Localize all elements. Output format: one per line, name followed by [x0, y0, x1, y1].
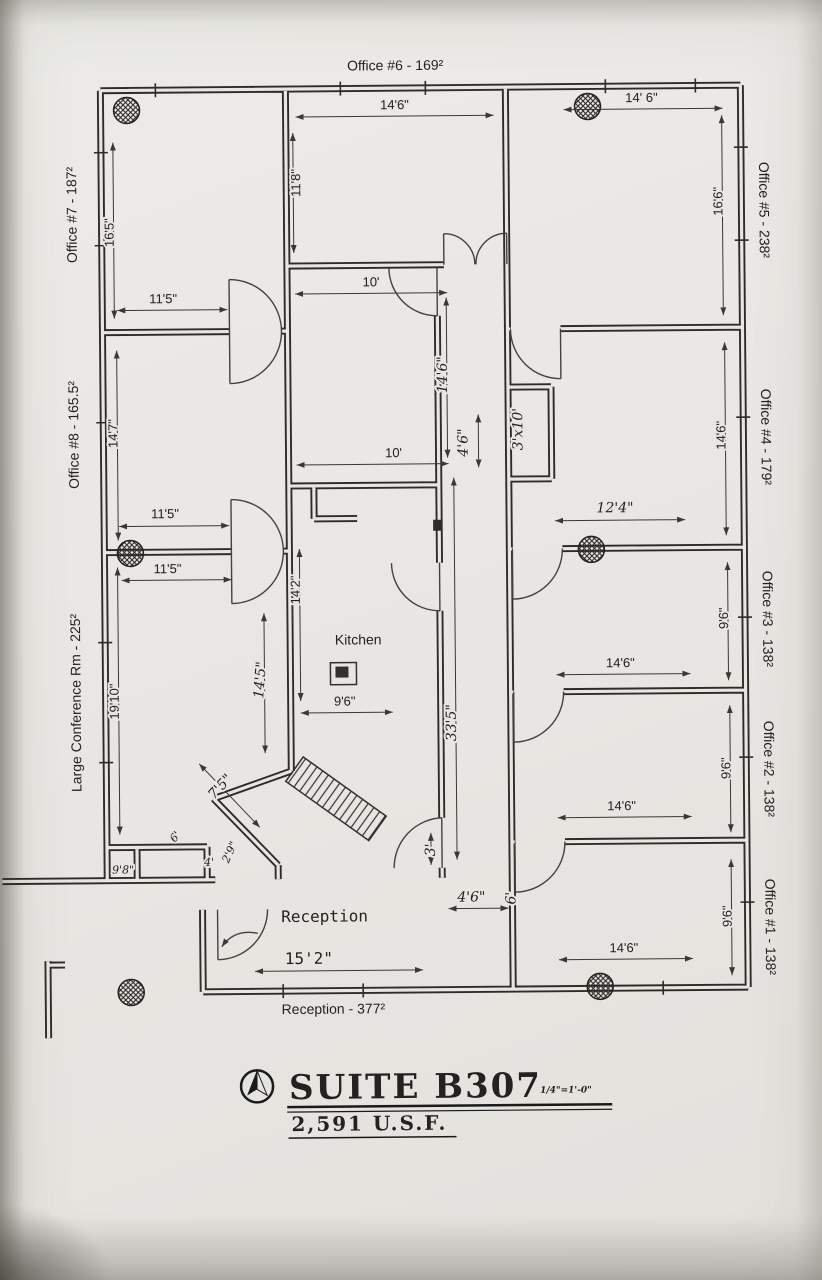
column — [577, 535, 606, 564]
dim-office4-height: 14'6" — [713, 420, 728, 449]
area-label: 2,591 U.S.F. — [291, 1111, 447, 1136]
dim-kitchen-width: 9'6" — [334, 693, 356, 708]
dim-reception-niche: 3' — [423, 843, 439, 856]
door-swings — [216, 232, 566, 961]
wall-tick-marks — [93, 78, 755, 999]
room-label-office1: Office #1 - 138² — [762, 879, 779, 976]
dim-mid-width-lower: 10' — [385, 445, 402, 460]
dim-office1-height: 9'6" — [720, 905, 735, 927]
dim-office8-height: 14'7" — [105, 419, 120, 448]
dim-corridor-total: 33'5" — [444, 704, 460, 741]
dim-office5-width: 14' 6" — [625, 90, 658, 105]
title-block: SUITE B307 1/4"=1'-0" 2,591 U.S.F. — [239, 1066, 613, 1139]
room-label-office4: Office #4 - 179² — [758, 389, 775, 486]
column — [117, 978, 145, 1007]
dim-entry-a: 2'9" — [219, 839, 240, 865]
room-label-office7: Office #7 - 187² — [63, 166, 80, 263]
column — [586, 972, 614, 1001]
entry-arrow — [221, 931, 258, 948]
title-underline-1 — [287, 1103, 613, 1109]
dim-office8-width: 11'5" — [151, 506, 179, 521]
kitchen-fixtures — [284, 661, 388, 842]
kitchen-appliance — [329, 661, 358, 686]
dim-office5-height: 16'6" — [710, 186, 725, 215]
title-underline-2 — [287, 1108, 613, 1113]
room-label-conference: Large Conference Rm - 225² — [67, 613, 85, 792]
dim-office4-width: 12'4" — [596, 500, 633, 516]
dim-reception-width: 15'2" — [285, 949, 333, 968]
dim-conference-height: 19'10" — [107, 683, 122, 720]
dim-kitchen-height: 14'2" — [288, 575, 303, 604]
column — [116, 539, 145, 568]
dim-office6-height: 11'8" — [288, 169, 303, 197]
dim-mid-width-upper: 10' — [363, 274, 380, 289]
column — [112, 96, 141, 125]
room-label-kitchen: Kitchen — [335, 631, 382, 647]
dim-conference-width: 11'5" — [154, 561, 182, 576]
dimension-lines — [109, 105, 736, 976]
room-label-office2: Office #2 - 138² — [761, 721, 778, 818]
dim-office2-height: 9'6" — [718, 757, 733, 779]
room-label-reception: Reception — [281, 906, 368, 926]
north-arrow-icon — [239, 1069, 275, 1104]
dim-office7-height: 16'5" — [101, 218, 116, 247]
dim-office3-height: 9'6" — [716, 607, 731, 629]
room-labels: Office #6 - 169² Office #7 - 187² Office… — [63, 57, 779, 1017]
room-label-office6: Office #6 - 169² — [347, 57, 444, 74]
area-underline — [288, 1135, 457, 1139]
dim-office2-width: 14'6" — [607, 798, 636, 813]
dim-office3-width: 14'6" — [606, 655, 635, 670]
scale-note: 1/4"=1'-0" — [540, 1085, 592, 1095]
dim-office7-width: 11'5" — [149, 291, 177, 306]
kitchen-appliance-screen — [335, 666, 349, 678]
dim-entry-d: 9'8" — [112, 863, 134, 876]
column — [573, 92, 602, 121]
suite-title: SUITE B307 — [289, 1066, 542, 1108]
door-jamb — [433, 519, 442, 531]
dim-corridor-upper: 14'6" — [435, 356, 451, 393]
dim-office6-width: 14'6" — [380, 97, 409, 112]
room-label-office5: Office #5 - 238² — [756, 162, 773, 259]
dim-entry-c: 4' — [203, 856, 214, 869]
room-label-reception-area: Reception - 377² — [282, 1000, 386, 1017]
dim-reception-e: 6' — [503, 892, 519, 905]
dim-entry-b: 6' — [167, 829, 183, 845]
dim-corridor-niche: 4'6" — [455, 428, 471, 457]
dim-office1-width: 14'6" — [609, 940, 638, 955]
dim-reception-opening: 4'6" — [456, 889, 485, 905]
room-label-office8: Office #8 - 165.5² — [65, 381, 82, 489]
walls — [2, 78, 755, 1039]
kitchen-counter — [284, 755, 388, 842]
dim-kitchen-height2: 14'5" — [251, 661, 270, 699]
dim-closet: 3'x10' — [510, 408, 526, 450]
room-label-office3: Office #3 - 138² — [760, 571, 777, 668]
